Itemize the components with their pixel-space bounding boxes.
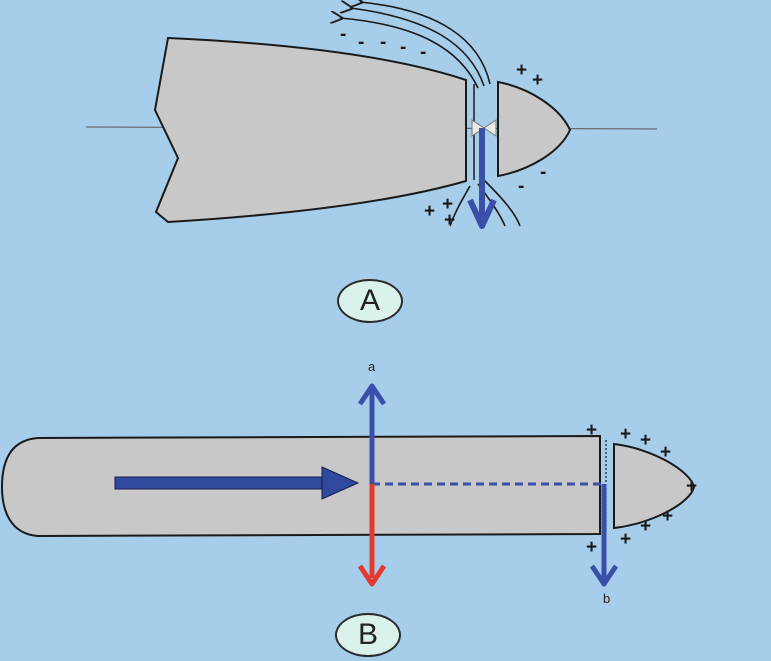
panel-a-sign-neg: - [380, 32, 386, 53]
panel-a-sign-neg: - [420, 42, 426, 63]
panel-a-sign-pos: + [444, 210, 455, 231]
panel-b-sign-pos: + [620, 529, 631, 550]
panel-b-sign-pos: + [586, 537, 597, 558]
panel-b-sign-pos: + [662, 506, 673, 527]
panel-a-sign-pos: + [532, 70, 543, 91]
panel-b: + + + + + + + + + [0, 383, 697, 587]
panel-a-body [153, 36, 467, 224]
panel-a-sign-neg: - [518, 176, 524, 197]
panel-a-sign-neg: - [358, 32, 364, 53]
vector-a-label: a [368, 359, 376, 374]
panel-a-label: A [337, 279, 403, 323]
panel-b-velocity-arrow [114, 466, 360, 500]
panel-a-sign-neg: - [340, 24, 346, 45]
panel-b-label: B [335, 613, 401, 657]
panel-b-sign-pos: + [660, 442, 671, 463]
vector-b-label: b [603, 591, 611, 606]
panel-b-sign-pos: + [640, 430, 651, 451]
panel-b-sign-pos: + [620, 424, 631, 445]
panel-b-sign-pos: + [640, 516, 651, 537]
panel-a-sign-neg: - [400, 37, 406, 58]
panel-a-sign-pos: + [424, 201, 435, 222]
panel-a-sign-pos: + [516, 60, 527, 81]
panel-b-vector-a [357, 383, 387, 484]
panel-a-force-arrow [467, 128, 497, 229]
panel-b-vector-red [357, 484, 387, 587]
panel-a-sign-neg: - [540, 162, 546, 183]
panel-b-sign-pos: + [586, 420, 597, 441]
panel-a: - - - - - - - + + + + + [85, 2, 658, 231]
panel-a-streamlines-top [340, 2, 491, 89]
panel-b-sign-pos: + [686, 476, 697, 497]
panel-a-nose-cap [497, 80, 572, 178]
panel-a-sign-pos: + [442, 194, 453, 215]
panel-b-vector-b [589, 484, 619, 587]
panel-b-nose-cap [613, 442, 696, 530]
